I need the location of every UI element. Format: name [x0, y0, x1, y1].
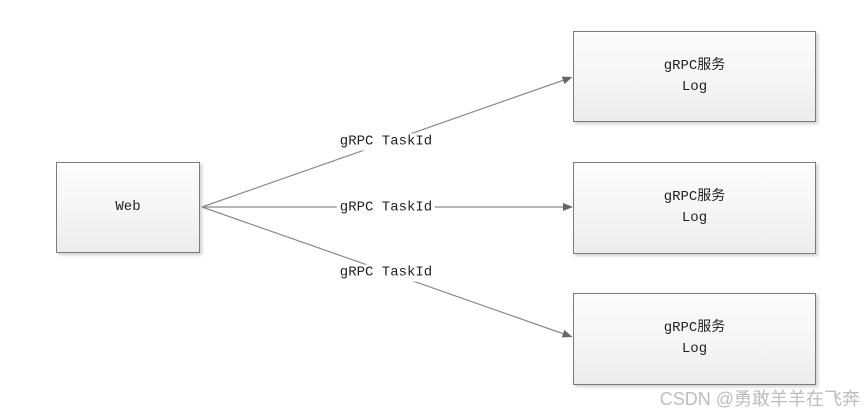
node-grpc-service-1: gRPC服务 Log: [573, 31, 816, 122]
node-grpc-service-2-subtitle: Log: [681, 210, 708, 226]
node-web: Web: [56, 162, 200, 253]
node-grpc-service-2: gRPC服务 Log: [573, 162, 816, 254]
node-web-label: Web: [115, 199, 141, 215]
node-grpc-service-2-title: gRPC服务: [663, 189, 726, 205]
edge-label-taskid-2: gRPC TaskId: [336, 199, 436, 217]
node-grpc-service-3: gRPC服务 Log: [573, 293, 816, 385]
csdn-watermark: CSDN @勇敢羊羊在飞奔: [659, 389, 860, 409]
node-grpc-service-1-subtitle: Log: [681, 78, 708, 95]
node-grpc-service-1-title: gRPC服务: [663, 57, 726, 74]
node-grpc-service-3-title: gRPC服务: [663, 320, 726, 336]
node-grpc-service-3-subtitle: Log: [681, 341, 708, 357]
edge-label-taskid-3: gRPC TaskId: [336, 264, 436, 282]
edge-label-taskid-1: gRPC TaskId: [336, 133, 436, 151]
